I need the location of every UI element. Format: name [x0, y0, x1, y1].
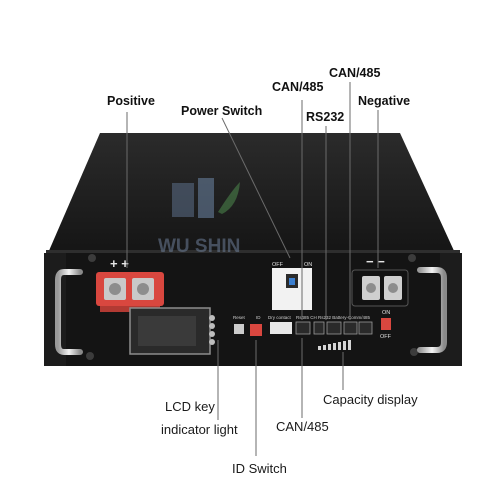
ear-screw	[408, 254, 416, 262]
label-id-switch: ID Switch	[232, 461, 287, 476]
power-breaker: OFF ON	[272, 262, 312, 310]
id-dip-switch	[250, 324, 262, 336]
comm-port-2	[358, 321, 373, 335]
dry-contact-label: Dry contact	[268, 315, 292, 320]
handle-right	[417, 267, 447, 353]
label-can485-top-left: CAN/485	[272, 80, 324, 94]
reset-button	[234, 324, 244, 334]
id-label: ID	[256, 315, 261, 320]
label-indicator-light: indicator light	[161, 422, 238, 437]
lcd-key-button	[209, 323, 215, 329]
breaker-off-label: OFF	[272, 262, 284, 268]
lcd-screen	[129, 307, 215, 355]
rocker-switch	[381, 318, 391, 330]
rs232-port	[326, 321, 342, 335]
label-positive: Positive	[107, 94, 155, 108]
lcd-key-button	[209, 339, 215, 345]
label-rs232: RS232	[306, 110, 345, 124]
ear-screw	[88, 254, 96, 262]
battery-top-face	[48, 133, 455, 253]
positive-terminal-marking: + +	[110, 256, 129, 271]
port-labels: Rs485 CH Rs232 Battery-Comm/485	[296, 315, 371, 320]
handle-left	[55, 269, 83, 355]
lcd-key-button	[209, 331, 215, 337]
dry-contact-port	[270, 322, 292, 334]
ear-screw	[410, 348, 418, 356]
rocker-off-label: OFF	[380, 334, 392, 340]
negative-terminal: − −	[351, 254, 409, 307]
leader-power-switch	[221, 117, 291, 259]
leader-lines	[126, 82, 379, 456]
label-power-switch: Power Switch	[181, 104, 263, 118]
label-can485-top-right: CAN/485	[329, 66, 381, 80]
capacity-leds	[318, 340, 351, 350]
negative-terminal-marking: − −	[366, 254, 385, 269]
breaker-on-label: ON	[304, 262, 312, 268]
battery-unit: WU SHIN + + OFF ON	[44, 133, 462, 366]
label-negative: Negative	[358, 94, 411, 108]
rocker-on-label: ON	[382, 310, 390, 316]
rs485-port	[295, 321, 311, 335]
can-port	[313, 321, 325, 335]
label-can485-bottom: CAN/485	[276, 419, 329, 434]
ear-screw	[86, 352, 94, 360]
label-capacity-display: Capacity display	[323, 392, 418, 407]
brand-watermark: WU SHIN	[158, 236, 240, 257]
comm-port-1	[343, 321, 358, 335]
brand-logo: WU SHIN	[158, 178, 240, 257]
label-lcd-key: LCD key	[165, 399, 215, 414]
lcd-key-button	[209, 315, 215, 321]
reset-label: Reset	[233, 315, 246, 320]
